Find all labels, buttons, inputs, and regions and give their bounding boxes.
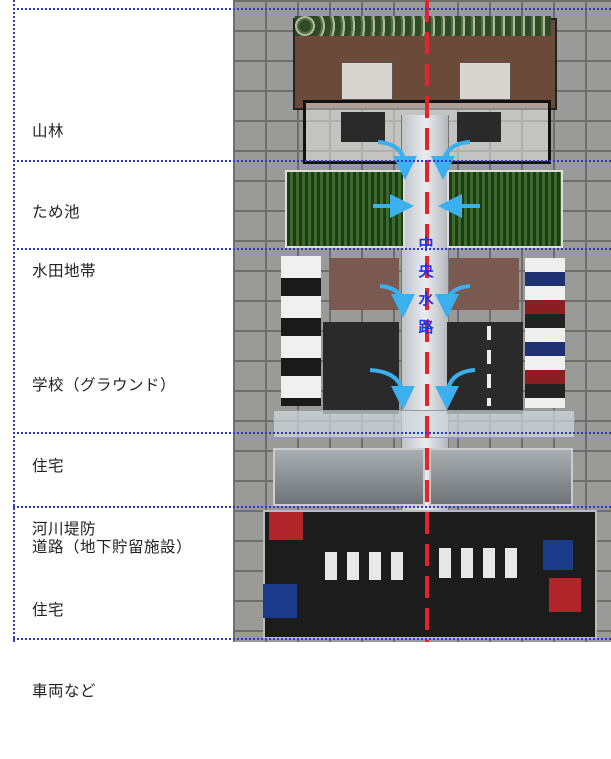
section-label-paddy: 水田地帯 bbox=[32, 204, 96, 339]
label-column: 山林 ため池 水田地帯 学校（グラウンド） 住宅 道路（地下貯留施設） 河川堤防… bbox=[0, 0, 233, 700]
center-dashed-line bbox=[425, 0, 429, 642]
channel-label-char: 中 bbox=[418, 235, 434, 253]
label-line: 車両など bbox=[32, 682, 97, 700]
section-divider bbox=[13, 248, 611, 250]
arrow-icon bbox=[379, 284, 415, 318]
vehicles-left bbox=[325, 552, 407, 580]
section-divider bbox=[13, 506, 611, 508]
river-levee-right bbox=[429, 448, 573, 506]
road-marking bbox=[487, 326, 491, 406]
arrow-icon bbox=[431, 140, 471, 180]
paddy-left bbox=[285, 170, 405, 248]
section-label-mountain: 山林 ため池 bbox=[32, 64, 80, 280]
flow-arrows bbox=[369, 140, 480, 410]
label-line: 河川堤防 bbox=[32, 520, 97, 538]
paddy-right bbox=[447, 170, 563, 248]
house-red-left bbox=[269, 512, 303, 540]
river-levee-left bbox=[273, 448, 425, 506]
house-blue-left bbox=[263, 584, 297, 618]
arrow-icon bbox=[369, 368, 415, 410]
houses-right bbox=[525, 258, 565, 408]
label-line: 住宅 bbox=[32, 457, 65, 475]
channel-label-char: 央 bbox=[418, 262, 434, 280]
label-line: 道路（地下貯留施設） bbox=[32, 538, 193, 556]
model-photo bbox=[233, 0, 611, 642]
arrow-icon bbox=[435, 284, 471, 318]
figure: 山林 ため池 水田地帯 学校（グラウンド） 住宅 道路（地下貯留施設） 河川堤防… bbox=[0, 0, 611, 700]
school-ground-left bbox=[329, 258, 399, 310]
arrow-icon bbox=[377, 140, 417, 180]
label-line: ため池 bbox=[32, 203, 81, 221]
arrow-icon bbox=[435, 368, 476, 410]
section-divider bbox=[13, 160, 611, 162]
channel-label-char: 路 bbox=[418, 318, 434, 336]
school-ground-right bbox=[449, 258, 519, 310]
label-line: 学校（グラウンド） bbox=[32, 376, 177, 394]
section-divider bbox=[13, 8, 611, 10]
left-dotted-border bbox=[13, 0, 15, 642]
house-red-right bbox=[549, 578, 581, 612]
label-line: 山林 bbox=[32, 122, 65, 140]
road-left bbox=[323, 322, 399, 414]
tree-row bbox=[295, 16, 551, 36]
section-divider bbox=[13, 432, 611, 434]
reservoir-right bbox=[459, 62, 511, 100]
section-label-school: 学校（グラウンド） 住宅 道路（地下貯留施設） bbox=[32, 318, 192, 615]
road-right bbox=[447, 322, 523, 414]
label-line: 水田地帯 bbox=[32, 262, 97, 280]
section-label-river: 河川堤防 bbox=[32, 462, 96, 597]
vehicles-right bbox=[439, 548, 523, 578]
housing-base bbox=[263, 510, 597, 639]
channel-label-char: 水 bbox=[418, 290, 434, 308]
dark-block-right bbox=[457, 112, 501, 142]
dark-block-left bbox=[341, 112, 385, 142]
label-line: 住宅 bbox=[32, 601, 65, 619]
section-divider bbox=[13, 638, 611, 640]
houses-left bbox=[281, 256, 321, 406]
reservoir-left bbox=[341, 62, 393, 100]
house-blue-right bbox=[543, 540, 573, 570]
